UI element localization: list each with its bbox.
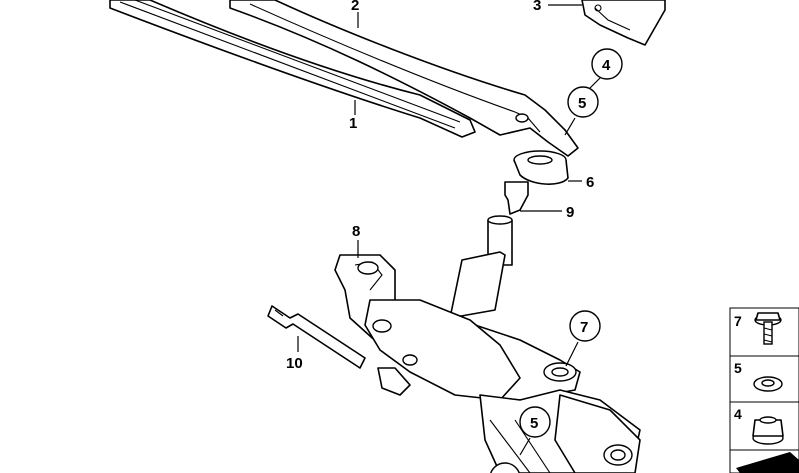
svg-text:5: 5 [530, 415, 538, 432]
callout-1: 1 [349, 100, 357, 132]
legend-item-partial [729, 449, 799, 473]
callout-5-lower: 5 [519, 406, 551, 456]
callout-partial-circle [490, 462, 520, 473]
pin-rod[interactable] [267, 305, 366, 369]
seal-grommet[interactable] [513, 150, 569, 185]
svg-text:7: 7 [580, 319, 588, 336]
wiper-blade[interactable] [109, 0, 476, 138]
svg-text:8: 8 [352, 223, 360, 240]
clip[interactable] [504, 181, 529, 215]
callout-5-upper: 5 [564, 86, 599, 136]
hardware-legend: 7 5 4 [729, 307, 799, 473]
hex-nut-icon [752, 416, 784, 445]
legend-item-nut[interactable]: 4 [729, 401, 799, 451]
callout-4: 4 [589, 48, 623, 89]
cover-cap[interactable] [581, 0, 666, 46]
svg-text:4: 4 [602, 57, 611, 74]
callout-3: 3 [533, 0, 582, 14]
svg-text:5: 5 [578, 95, 586, 112]
svg-text:6: 6 [586, 174, 594, 191]
svg-text:5: 5 [734, 360, 742, 376]
svg-text:10: 10 [286, 355, 303, 372]
callout-9: 9 [520, 204, 574, 221]
svg-text:9: 9 [566, 204, 574, 221]
svg-text:4: 4 [734, 406, 742, 422]
svg-text:2: 2 [351, 0, 359, 14]
bolt-with-washer-icon [754, 312, 782, 345]
washer-icon [753, 376, 783, 392]
svg-text:7: 7 [734, 313, 742, 329]
callout-10: 10 [286, 336, 303, 372]
svg-text:1: 1 [349, 115, 357, 132]
wiper-arm[interactable] [229, 0, 579, 157]
legend-item-bolt[interactable]: 7 [729, 307, 799, 357]
svg-text:3: 3 [533, 0, 541, 14]
callout-7: 7 [565, 310, 601, 367]
callout-8: 8 [352, 223, 360, 258]
callout-2: 2 [351, 0, 359, 28]
callout-6: 6 [568, 174, 594, 191]
wiper-motor-assembly[interactable] [334, 215, 641, 473]
legend-item-washer[interactable]: 5 [729, 355, 799, 403]
